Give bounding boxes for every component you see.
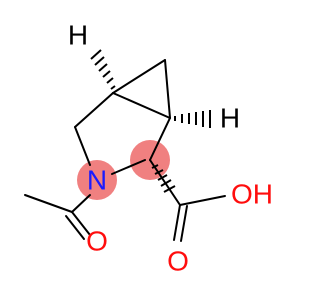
hydrogen-right-label: H (220, 102, 240, 133)
bond-cacyl-o-a (71, 211, 91, 236)
hashed-wedge-right (174, 110, 211, 128)
hashed-wedge-top (90, 49, 116, 90)
bond-c1-c2 (74, 92, 114, 128)
oxygen-acetyl-label: O (86, 225, 108, 256)
bond-ccarb-o-a (173, 204, 181, 241)
nitrogen-label: N (87, 164, 107, 195)
hydrogen-top-label: H (68, 19, 88, 50)
bond-cacyl-o-b (65, 215, 85, 240)
bond-c1-c5 (112, 92, 171, 119)
bond-c1-c6 (112, 59, 166, 94)
bond-ccarb-o-b (180, 205, 188, 242)
bond-c6-c5 (164, 59, 171, 119)
n-highlight (77, 160, 117, 200)
bond-c2-n (74, 126, 91, 166)
hydroxyl-label: OH (231, 178, 273, 209)
molecule-diagram: H H N O O OH (24, 19, 273, 276)
bond-cacyl-methyl (24, 194, 73, 213)
bond-n-cacyl (71, 194, 91, 213)
bond-ccarb-oh (179, 195, 226, 206)
structure-canvas: H H N O O OH (24, 19, 273, 276)
oxygen-carbonyl-label: O (167, 245, 189, 276)
hashed-wedge-cooh (151, 164, 176, 193)
bond-c4-c5 (149, 117, 171, 161)
bond-n-c4 (111, 159, 146, 175)
